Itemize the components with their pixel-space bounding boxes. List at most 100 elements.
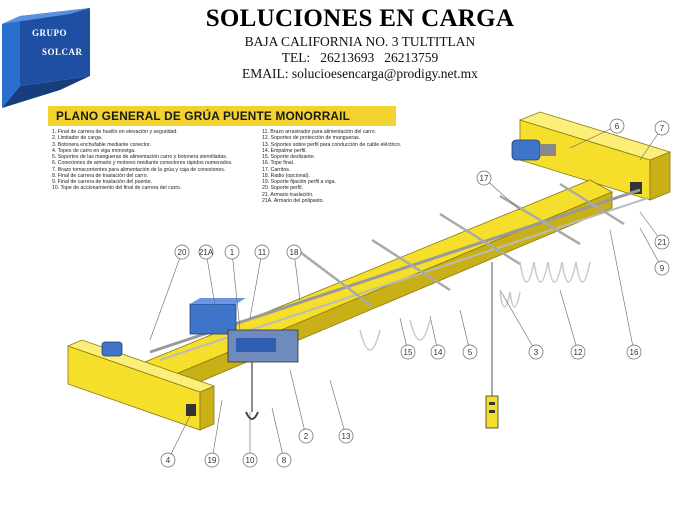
- legend-item: 8. Final de carrera de traslación del ca…: [52, 172, 149, 179]
- email-label: EMAIL:: [242, 66, 289, 81]
- callout-leader: [329, 379, 347, 437]
- legend-item: 20. Soporte perfil.: [262, 185, 303, 192]
- legend-item: 6. Conexiones de armario y motores media…: [52, 160, 233, 167]
- callout-circle: [528, 344, 544, 360]
- callout-leader: [609, 229, 635, 353]
- legend-item: 16. Tope final.: [262, 160, 295, 167]
- pendant-control: [485, 262, 499, 429]
- legend-item: 4. Topes de carro en viga monoviga.: [52, 147, 136, 154]
- callout-number: 1: [230, 248, 235, 257]
- legend-item: 17. Carritos.: [262, 166, 291, 173]
- callout-leader: [249, 251, 263, 319]
- phone-number-2: 26213759: [384, 50, 439, 65]
- callout-number: 21A: [199, 248, 214, 257]
- callout-circle: [254, 244, 270, 260]
- callout-number: 2: [304, 432, 309, 441]
- company-phone: TEL: 26213693 26213759: [150, 50, 570, 66]
- callout-number: 13: [342, 432, 351, 441]
- hoist-trolley: [189, 298, 299, 420]
- callout-circle: [609, 118, 625, 134]
- legend-item: 10. Tope de accionamiento del final de c…: [52, 185, 182, 192]
- company-email: EMAIL: solucioesencarga@prodigy.net.mx: [150, 66, 570, 82]
- callout-circle: [174, 244, 190, 260]
- callout-number: 8: [282, 456, 287, 465]
- legend-item: 21. Armario traslación.: [262, 191, 314, 198]
- motor-right: [511, 139, 556, 161]
- callout-circle: [476, 170, 492, 186]
- callout-number: 11: [258, 248, 267, 257]
- company-address: BAJA CALIFORNIA NO. 3 TULTITLAN: [244, 34, 476, 49]
- callout-number: 9: [660, 264, 665, 273]
- callout-leader: [211, 399, 223, 461]
- legend-item: 11. Brazo arrastrador para alimentación …: [262, 129, 377, 135]
- callout-number: 15: [404, 348, 413, 357]
- phone-label: TEL:: [281, 50, 311, 65]
- company-logo: GRUPO SOLCAR: [0, 2, 92, 112]
- plan-title: PLANO GENERAL DE GRÚA PUENTE MONORRAIL: [48, 106, 396, 126]
- callout-number: 7: [660, 124, 665, 133]
- legend-item: 19. Soporte fijación perfil a viga.: [262, 179, 336, 185]
- callout-leader: [569, 125, 618, 149]
- callout-number: 19: [208, 456, 217, 465]
- company-header: SOLUCIONES EN CARGA BAJA CALIFORNIA NO. …: [150, 4, 570, 82]
- logo-cube-icon: [2, 8, 90, 108]
- callout-circle: [276, 452, 292, 468]
- callout-number: 12: [574, 348, 583, 357]
- motor-left: [101, 341, 123, 357]
- legend-item: 12. Soportes de protección de mangueras.: [262, 135, 361, 142]
- legend-left: 1. Final de carrera de husillo en elevac…: [52, 129, 242, 192]
- legend-item: 18. Radio (opcional).: [262, 172, 310, 179]
- callout-circle: [160, 452, 176, 468]
- legend-item: 3. Botonera enchufable mediante conector…: [52, 141, 151, 148]
- callout-number: 17: [480, 174, 489, 183]
- callout-number: 4: [166, 456, 171, 465]
- phone-number-1: 26213693: [320, 50, 375, 65]
- callout-circle: [400, 344, 416, 360]
- legend-item: 21A. Armario del polipasto.: [262, 197, 324, 204]
- callout-leader: [293, 251, 301, 301]
- callout-leader: [167, 415, 191, 461]
- logo-text-solcar: SOLCAR: [42, 47, 83, 57]
- legend-right: 11. Brazo arrastrador para alimentación …: [262, 129, 412, 204]
- callout-number: 20: [178, 248, 187, 257]
- callout-leader: [271, 407, 285, 461]
- callout-number: 10: [246, 456, 255, 465]
- callout-leader: [289, 369, 307, 437]
- callout-circle: [462, 344, 478, 360]
- logo-text-grupo: GRUPO: [32, 28, 67, 38]
- callout-number: 16: [630, 348, 639, 357]
- callout-number: 5: [468, 348, 473, 357]
- callout-circle: [286, 244, 302, 260]
- callout-leader: [205, 251, 216, 306]
- legend-item: 7. Brazo tomacorrientes para alimentació…: [52, 166, 226, 173]
- callout-leader: [639, 227, 663, 269]
- callout-circle: [654, 260, 670, 276]
- legend-item: 2. Limitador de carga.: [52, 135, 103, 142]
- callout-circle: [654, 234, 670, 250]
- callout-circle: [242, 452, 258, 468]
- callout-number: 18: [290, 248, 299, 257]
- callout-number: 14: [434, 348, 443, 357]
- legend-item: 14. Empalme perfil.: [262, 147, 307, 154]
- callout-number: 6: [615, 122, 620, 131]
- callout-leader: [499, 289, 537, 353]
- festoon-cables: [359, 261, 591, 351]
- callout-leader: [559, 289, 579, 353]
- legend-item: 15. Soporte deslizante.: [262, 154, 316, 160]
- callout-leader: [231, 251, 241, 331]
- callout-leader: [483, 177, 521, 211]
- callout-circle: [654, 120, 670, 136]
- callout-circle: [224, 244, 240, 260]
- callout-circle: [338, 428, 354, 444]
- callout-circle: [626, 344, 642, 360]
- company-name: SOLUCIONES EN CARGA: [205, 5, 515, 32]
- callout-leader: [149, 251, 183, 341]
- legend-item: 1. Final de carrera de husillo en elevac…: [52, 129, 178, 135]
- callout-circle: [298, 428, 314, 444]
- legend-item: 5. Soportes de las mangueras de alimenta…: [52, 154, 228, 160]
- callout-circle: [570, 344, 586, 360]
- callout-circle: [430, 344, 446, 360]
- callout-circle: [204, 452, 220, 468]
